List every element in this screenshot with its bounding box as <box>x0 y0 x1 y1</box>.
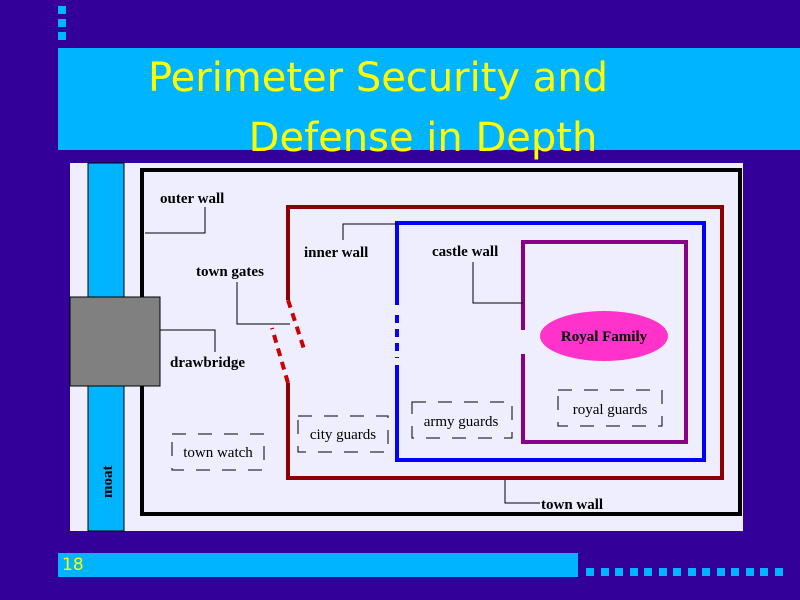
decor-square <box>658 568 667 576</box>
town-wall-label: town wall <box>541 497 603 513</box>
title-line-1: Perimeter Security and <box>147 55 609 101</box>
title-band <box>58 48 800 150</box>
decor-square <box>760 568 768 576</box>
decor-square <box>731 568 739 576</box>
drawbridge-label: drawbridge <box>170 355 245 371</box>
town-wall <box>286 205 724 480</box>
title-line-2: Defense in Depth <box>248 115 598 161</box>
leader-lines <box>145 207 540 504</box>
town-gates <box>270 299 307 384</box>
decor-square <box>600 568 609 576</box>
decor-square <box>673 568 681 576</box>
army-guards-label: army guards <box>424 414 499 430</box>
town-watch-label: town watch <box>183 445 253 461</box>
guard-boxes <box>171 389 663 471</box>
inner-wall-label: inner wall <box>304 245 368 261</box>
royal-family-ellipse <box>540 311 668 361</box>
decor-square <box>58 19 66 27</box>
decor-square <box>644 568 652 576</box>
castle-wall <box>521 240 688 444</box>
footer-bar <box>58 553 578 577</box>
decor-square <box>58 6 66 14</box>
slide-title: Perimeter Security and Defense in Depth <box>58 48 698 168</box>
decor-square <box>745 568 754 576</box>
slide-number: 18 <box>62 555 84 575</box>
decor-square <box>716 568 725 576</box>
royal-guards-label: royal guards <box>573 402 648 418</box>
decor-square <box>586 568 594 576</box>
moat-label: moat <box>100 466 116 499</box>
town-gates-label: town gates <box>196 264 264 280</box>
drawbridge <box>69 296 161 387</box>
decor-square <box>629 568 638 576</box>
inner-wall <box>395 221 706 462</box>
royal-family-label: Royal Family <box>561 329 648 345</box>
decor-square <box>774 568 783 576</box>
decor-square <box>58 32 66 40</box>
decor-square <box>687 568 696 576</box>
decor-square <box>702 568 710 576</box>
outer-wall-label: outer wall <box>160 191 224 207</box>
decor-square <box>615 568 623 576</box>
city-guards-label: city guards <box>310 427 376 443</box>
castle-wall-label: castle wall <box>432 244 498 260</box>
